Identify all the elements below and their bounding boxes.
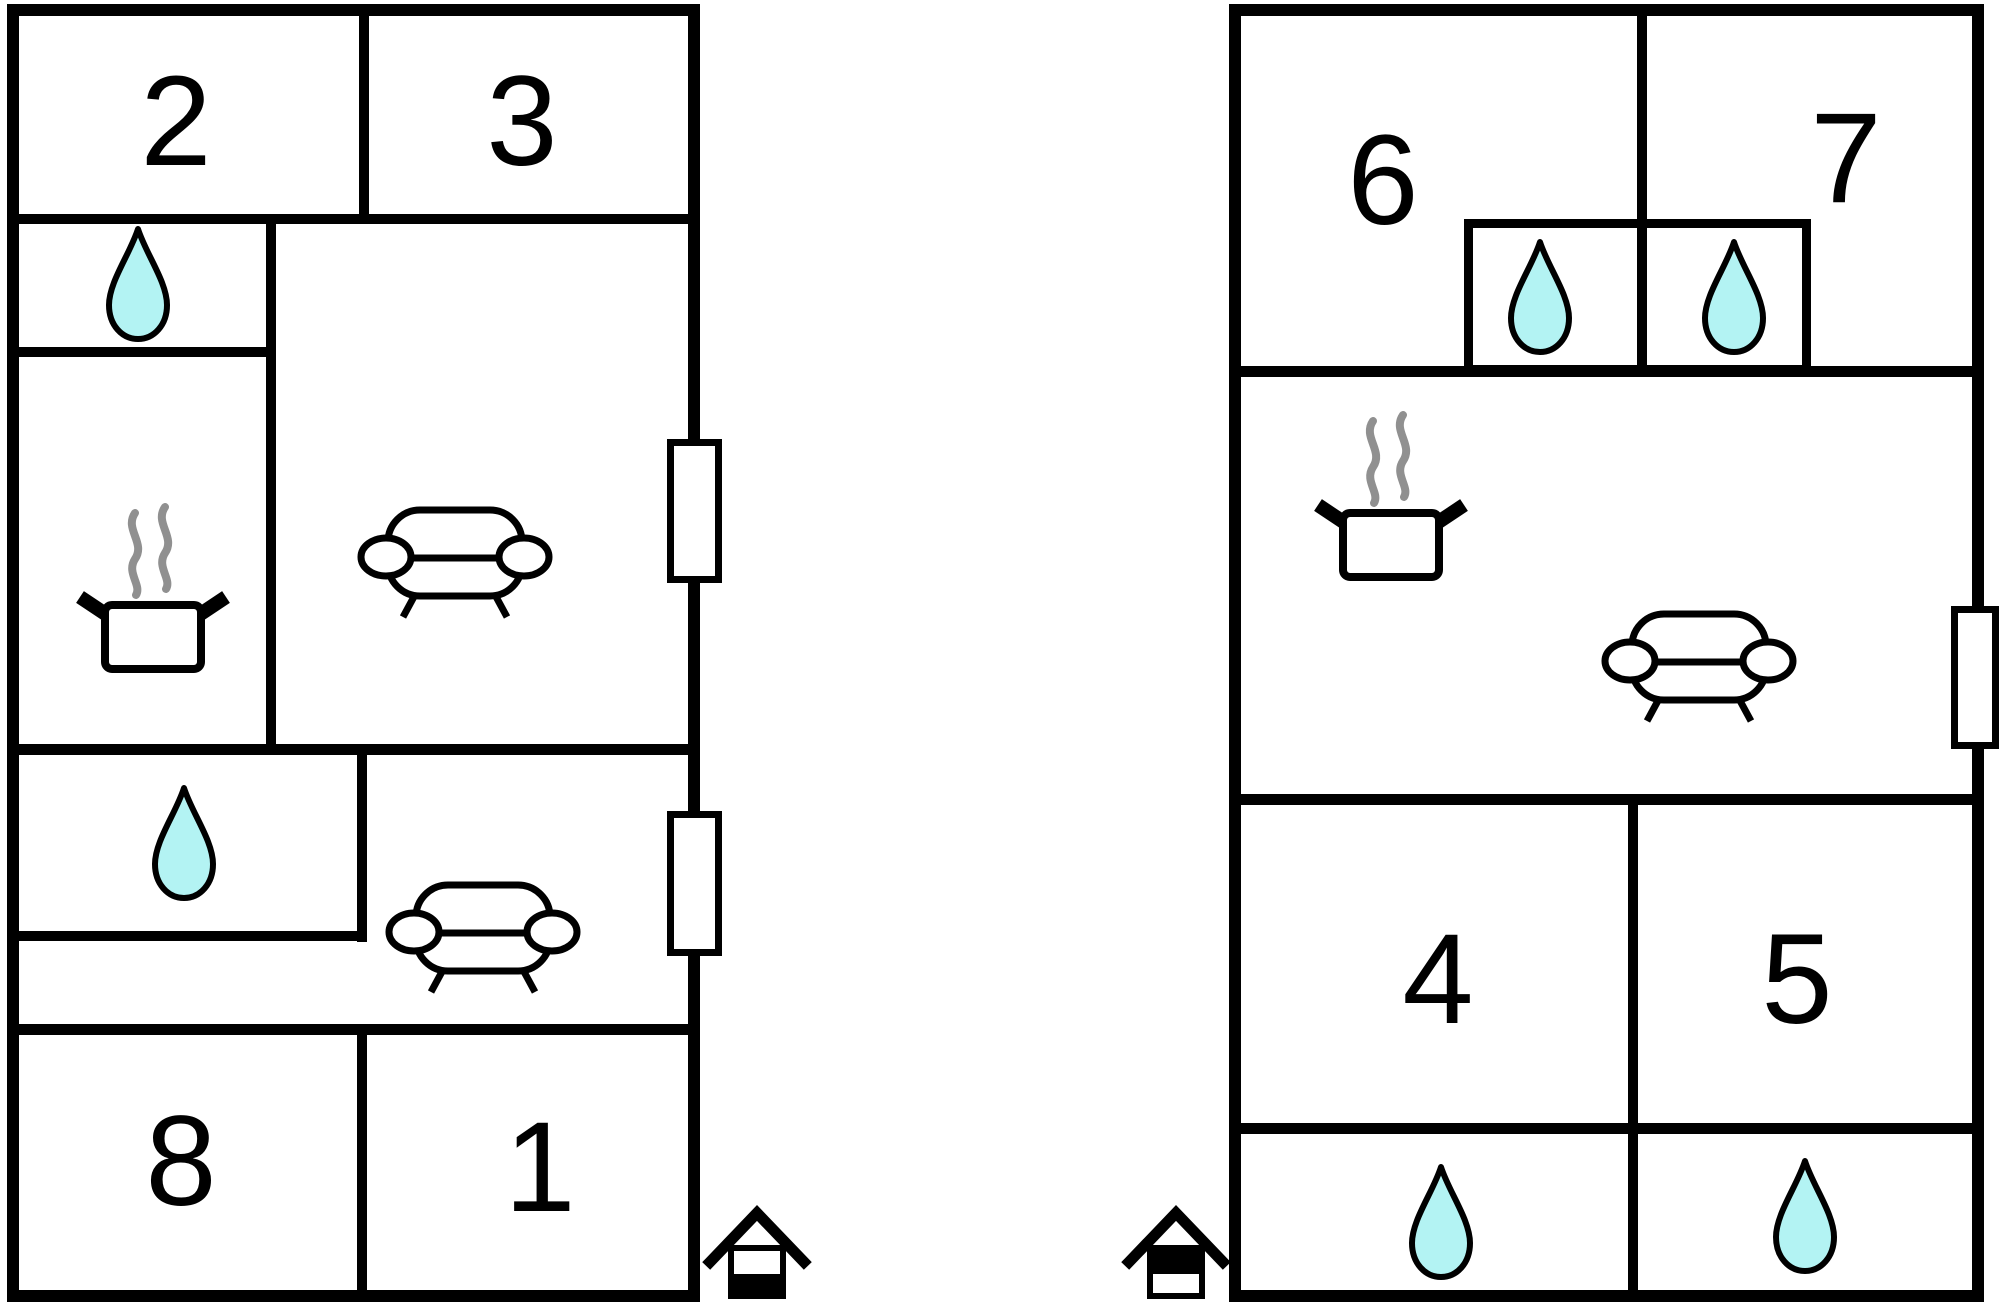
wall <box>266 218 276 753</box>
bathroom-box-outline <box>1464 219 1811 374</box>
water-droplet-icon <box>1409 1164 1473 1280</box>
entrance-band-bottom <box>1153 1274 1199 1293</box>
wall <box>10 744 698 755</box>
entrance-icon <box>1121 1205 1231 1299</box>
room-number-label: 5 <box>1761 908 1833 1051</box>
sofa-icon <box>385 881 581 994</box>
water-droplet-shape <box>106 226 170 342</box>
water-droplet-icon <box>152 785 216 901</box>
window <box>667 811 722 956</box>
entrance-roof <box>702 1205 812 1270</box>
entrance-band-bottom <box>734 1274 780 1293</box>
entrance-band-top <box>1153 1251 1199 1274</box>
water-droplet-shape <box>152 785 216 901</box>
water-droplet-icon <box>106 226 170 342</box>
steam-line-icon <box>127 509 143 599</box>
room-number-label: 3 <box>486 50 558 193</box>
cooking-pot-icon <box>1314 411 1468 581</box>
room-number-label: 7 <box>1810 87 1882 230</box>
sofa-armrest <box>385 909 443 955</box>
sofa-armrest <box>1739 638 1797 684</box>
room-number-label: 1 <box>504 1096 576 1239</box>
room-number-label: 4 <box>1402 908 1474 1051</box>
wall <box>1628 803 1638 1292</box>
sofa-icon <box>357 506 553 619</box>
pot-body <box>1339 509 1443 581</box>
entrance-band-top <box>734 1251 780 1274</box>
room-number-label: 6 <box>1347 109 1419 252</box>
wall <box>10 347 272 357</box>
water-droplet-icon <box>1508 239 1572 355</box>
entrance-roof <box>1121 1205 1231 1270</box>
water-droplet-shape <box>1508 239 1572 355</box>
wall <box>357 752 367 942</box>
wall <box>1637 14 1647 374</box>
water-droplet-icon <box>1773 1158 1837 1274</box>
wall <box>10 1024 698 1035</box>
room-number-label: 8 <box>145 1090 217 1233</box>
wall <box>10 931 367 941</box>
steam-line-icon <box>1395 411 1411 501</box>
window <box>1951 606 1999 749</box>
window <box>667 439 722 583</box>
water-droplet-shape <box>1702 239 1766 355</box>
cooking-pot-icon <box>76 503 230 673</box>
wall <box>1240 1123 1973 1134</box>
steam-line-icon <box>1365 417 1381 507</box>
sofa-armrest <box>357 534 415 580</box>
wall <box>359 14 369 220</box>
sofa-armrest <box>495 534 553 580</box>
room-number-label: 2 <box>140 50 212 193</box>
steam-line-icon <box>157 503 173 593</box>
water-droplet-icon <box>1702 239 1766 355</box>
water-droplet-shape <box>1409 1164 1473 1280</box>
water-droplet-shape <box>1773 1158 1837 1274</box>
entrance-icon <box>702 1205 812 1299</box>
pot-body <box>101 601 205 673</box>
wall <box>10 214 698 224</box>
sofa-armrest <box>523 909 581 955</box>
wall <box>357 1032 367 1292</box>
sofa-icon <box>1601 610 1797 723</box>
sofa-armrest <box>1601 638 1659 684</box>
wall <box>1240 794 1973 805</box>
